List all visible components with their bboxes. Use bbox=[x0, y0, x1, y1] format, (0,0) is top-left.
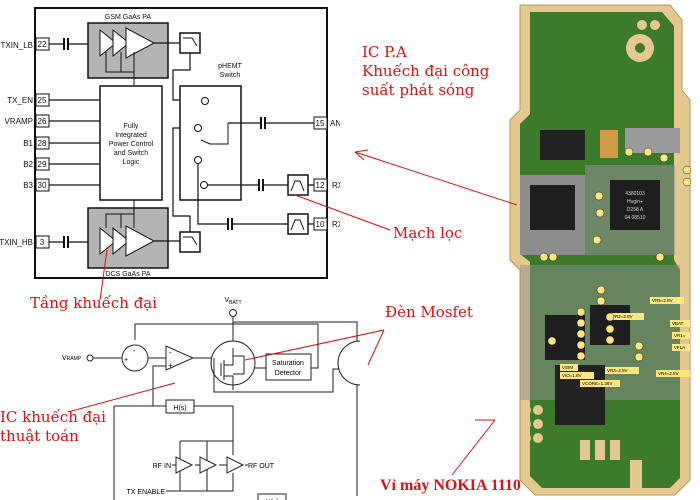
switch-contacts bbox=[194, 97, 229, 189]
svg-text:ANT: ANT bbox=[330, 119, 340, 128]
rf-out-label: RF OUT bbox=[248, 463, 275, 470]
svg-text:VR3=2.8V: VR3=2.8V bbox=[607, 368, 628, 373]
svg-text:28: 28 bbox=[38, 139, 47, 148]
gsm-pa-label: GSM GaAs PA bbox=[105, 14, 151, 21]
svg-text:30: 30 bbox=[38, 181, 47, 190]
pin-rx2: 10 RX2 bbox=[313, 217, 340, 231]
ic-pa-line-2: Khuếch đại công bbox=[362, 62, 490, 80]
pin-txin-lb: TXIN_LB 22 bbox=[1, 37, 50, 51]
ic-pa-line-1: IC P.A bbox=[362, 43, 407, 61]
svg-text:VR2=2.8V: VR2=2.8V bbox=[612, 314, 633, 319]
svg-text:B3: B3 bbox=[23, 181, 33, 190]
saturation-label-2: Detector bbox=[275, 370, 302, 377]
svg-text:B1: B1 bbox=[23, 139, 33, 148]
rf-amp-3 bbox=[226, 456, 245, 474]
ic-pa-annotation: IC P.A Khuếch đại công suất phát sóng bbox=[362, 43, 489, 100]
svg-text:10: 10 bbox=[316, 220, 325, 229]
svg-text:VR4=2.8V: VR4=2.8V bbox=[658, 371, 679, 376]
pin-b3: B3 30 bbox=[23, 178, 50, 192]
op-amp bbox=[165, 345, 195, 371]
ic-pa-line-3: suất phát sóng bbox=[362, 81, 475, 99]
filter-annotation: Mạch lọc bbox=[393, 224, 463, 242]
dcs-pa-label: DCS GaAs PA bbox=[106, 271, 151, 278]
opamp-plus: + bbox=[168, 361, 173, 370]
vbatt-label: VBATT bbox=[224, 297, 241, 306]
hs-filter-2 bbox=[257, 493, 287, 500]
dcs-amplifier-icon bbox=[99, 225, 156, 257]
svg-text:TXIN_HB: TXIN_HB bbox=[0, 238, 33, 247]
logic-line-5: Logic bbox=[123, 159, 140, 166]
svg-text:RX2: RX2 bbox=[332, 220, 340, 229]
summer-plus: + bbox=[124, 357, 128, 364]
svg-text:26: 26 bbox=[38, 117, 47, 126]
opamp-line-1: IC khuếch đại bbox=[0, 408, 106, 426]
capacitor-icon bbox=[63, 38, 69, 248]
svg-text:VBAT: VBAT bbox=[672, 321, 684, 326]
board-annotation: Vỉ máy NOKIA 1110 bbox=[380, 477, 521, 494]
logic-line-4: and Switch bbox=[114, 150, 148, 157]
svg-text:15: 15 bbox=[316, 119, 325, 128]
svg-text:25: 25 bbox=[38, 96, 47, 105]
power-control-logic-block bbox=[99, 85, 163, 201]
rf-amp-1 bbox=[175, 456, 194, 474]
svg-text:29: 29 bbox=[38, 160, 47, 169]
svg-text:VIO=1.8V: VIO=1.8V bbox=[562, 373, 582, 378]
phemt-switch-block bbox=[179, 85, 242, 201]
mosfet-2 bbox=[337, 340, 360, 386]
pin-txin-hb: TXIN_HB 3 bbox=[0, 235, 50, 249]
tx-enable-label: TX ENABLE bbox=[126, 489, 165, 496]
opamp-minus: - bbox=[169, 348, 172, 357]
hs-label-1: H(s) bbox=[173, 405, 186, 412]
svg-text:VRAMP: VRAMP bbox=[5, 117, 33, 126]
opamp-annotation: IC khuếch đại thuật toán bbox=[0, 408, 106, 446]
svg-text:VR5=2.8V: VR5=2.8V bbox=[652, 298, 673, 303]
vramp-label: VRAMP bbox=[62, 355, 82, 362]
pin-ant: 15 ANT bbox=[313, 116, 340, 130]
nokia-1110-pcb-image: 4380103 Hugin+ D258 A 04 08510 VR5=2.8V … bbox=[507, 4, 692, 496]
svg-text:3: 3 bbox=[40, 238, 45, 247]
left-pins: TXIN_LB 22 TX_EN 25 VRAMP 26 B1 28 B2 29… bbox=[0, 37, 50, 249]
logic-line-2: Integrated bbox=[115, 132, 147, 139]
svg-text:4380103: 4380103 bbox=[625, 191, 645, 197]
rf-amp-2 bbox=[199, 456, 218, 474]
mosfet-annotation: Đèn Mosfet bbox=[385, 303, 473, 321]
summer-minus: - bbox=[133, 348, 136, 355]
pin-rx1: 12 RX1 bbox=[313, 178, 340, 192]
logic-line-1: Fully bbox=[124, 123, 139, 130]
amp-stage-annotation: Tầng khuếch đại bbox=[30, 294, 158, 312]
arrow-board bbox=[451, 419, 496, 476]
svg-text:D258 A: D258 A bbox=[627, 207, 644, 213]
power-control-loop-diagram: VBATT VRAMP - + - + Saturation Detector … bbox=[62, 297, 360, 500]
svg-text:B2: B2 bbox=[23, 160, 33, 169]
svg-text:22: 22 bbox=[38, 40, 47, 49]
switch-label-1: pHEMT bbox=[218, 63, 242, 70]
pin-vramp: VRAMP 26 bbox=[5, 114, 50, 128]
pin-tx-en: TX_EN 25 bbox=[7, 93, 50, 107]
pin-b2: B2 29 bbox=[23, 157, 50, 171]
svg-text:04 08510: 04 08510 bbox=[625, 215, 646, 221]
saturation-label-1: Saturation bbox=[272, 360, 304, 367]
logic-line-3: Power Control bbox=[109, 141, 154, 148]
capacitor-icon bbox=[227, 117, 266, 230]
svg-text:TXIN_LB: TXIN_LB bbox=[1, 41, 33, 50]
gsm-amplifier-icon bbox=[99, 27, 156, 59]
svg-text:12: 12 bbox=[316, 181, 325, 190]
svg-text:TX_EN: TX_EN bbox=[7, 96, 33, 105]
switch-label-2: Switch bbox=[220, 72, 241, 79]
rf-in-label: RF IN bbox=[153, 463, 171, 470]
pa-chip bbox=[530, 185, 575, 230]
svg-text:RX1: RX1 bbox=[332, 181, 340, 190]
lowpass-filter-icon bbox=[179, 32, 201, 253]
pin-b1: B1 28 bbox=[23, 136, 50, 150]
pa-block-diagram: GSM GaAs PA DCS GaAs PA Fully Integrated… bbox=[0, 7, 340, 279]
svg-text:VR1=: VR1= bbox=[674, 333, 686, 338]
svg-text:VCORE=1.36V: VCORE=1.36V bbox=[582, 381, 612, 386]
svg-text:Hugin+: Hugin+ bbox=[627, 199, 643, 205]
svg-text:VSIM: VSIM bbox=[562, 365, 573, 370]
opamp-line-2: thuật toán bbox=[0, 427, 79, 445]
svg-text:VFLA: VFLA bbox=[674, 345, 685, 350]
